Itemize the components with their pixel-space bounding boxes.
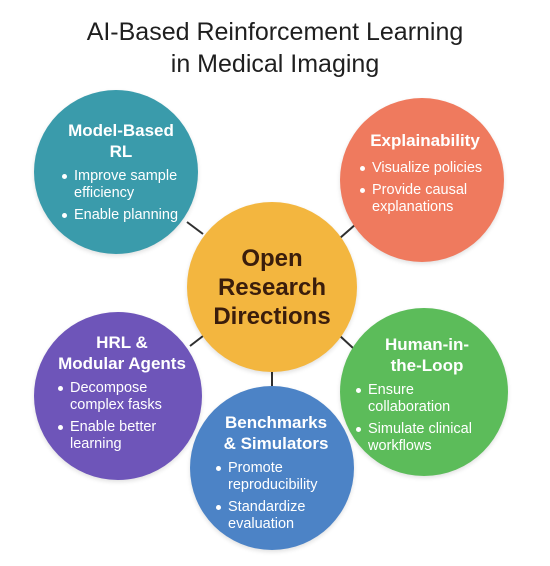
hrl-title-line-1: HRL &: [96, 333, 148, 352]
human-loop-item-1: Ensure collaboration: [354, 382, 500, 416]
human-loop-item-2: Simulate clinical workflows: [354, 421, 500, 455]
hrl-item-1: Decompose complex fasks: [56, 380, 188, 414]
connector-model-based: [186, 221, 204, 235]
model-based-rl-list: Improve sample efficiency Enable plannin…: [60, 168, 182, 224]
connector-hrl: [189, 335, 204, 347]
explainability-title-line-1: Explainability: [370, 131, 480, 150]
model-based-rl-item-1: Improve sample efficiency: [60, 168, 182, 202]
hrl-title-line-2: Modular Agents: [58, 354, 186, 373]
human-in-the-loop-list: Ensure collaboration Simulate clinical w…: [354, 382, 500, 455]
title-line-1: AI-Based Reinforcement Learning: [86, 18, 464, 46]
diagram-title: AI-Based Reinforcement Learning in Medic…: [0, 16, 550, 80]
explainability-circle: Explainability Visualize policies Provid…: [340, 98, 504, 262]
hrl-modular-agents-title: HRL & Modular Agents: [56, 332, 188, 374]
center-line-1: Open: [241, 244, 303, 272]
center-line-2: Research: [217, 273, 327, 301]
title-line-2: in Medical Imaging: [170, 50, 380, 78]
benchmarks-simulators-title: Benchmarks & Simulators: [214, 412, 338, 454]
explainability-item-1: Visualize policies: [358, 160, 492, 177]
model-based-rl-circle: Model-Based RL Improve sample efficiency…: [34, 90, 198, 254]
human-in-the-loop-circle: Human-in- the-Loop Ensure collaboration …: [340, 308, 508, 476]
explainability-title: Explainability: [358, 130, 492, 151]
center-line-3: Directions: [213, 302, 331, 330]
connector-explainability: [339, 223, 357, 239]
explainability-list: Visualize policies Provide causal explan…: [358, 160, 492, 216]
human-in-the-loop-title: Human-in- the-Loop: [354, 334, 500, 376]
benchmarks-title-line-1: Benchmarks: [224, 413, 328, 432]
hrl-modular-agents-list: Decompose complex fasks Enable better le…: [56, 380, 188, 453]
model-based-rl-title-line-1: Model-Based: [68, 121, 174, 140]
benchmarks-title-line-2: & Simulators: [223, 434, 329, 453]
benchmarks-item-2: Standardize evaluation: [214, 499, 338, 533]
human-loop-title-line-2: the-Loop: [390, 356, 464, 375]
hrl-modular-agents-circle: HRL & Modular Agents Decompose complex f…: [34, 312, 202, 480]
hrl-item-2: Enable better learning: [56, 419, 188, 453]
connector-human-loop: [339, 335, 354, 349]
benchmarks-simulators-circle: Benchmarks & Simulators Promote reproduc…: [190, 386, 354, 550]
model-based-rl-item-2: Enable planning: [60, 207, 182, 224]
open-research-directions-circle: Open Research Directions: [187, 202, 357, 372]
benchmarks-item-1: Promote reproducibility: [214, 460, 338, 494]
model-based-rl-title-line-2: RL: [109, 142, 133, 161]
explainability-item-2: Provide causal explanations: [358, 182, 492, 216]
human-loop-title-line-1: Human-in-: [384, 335, 470, 354]
model-based-rl-title: Model-Based RL: [60, 120, 182, 162]
benchmarks-simulators-list: Promote reproducibility Standardize eval…: [214, 460, 338, 533]
